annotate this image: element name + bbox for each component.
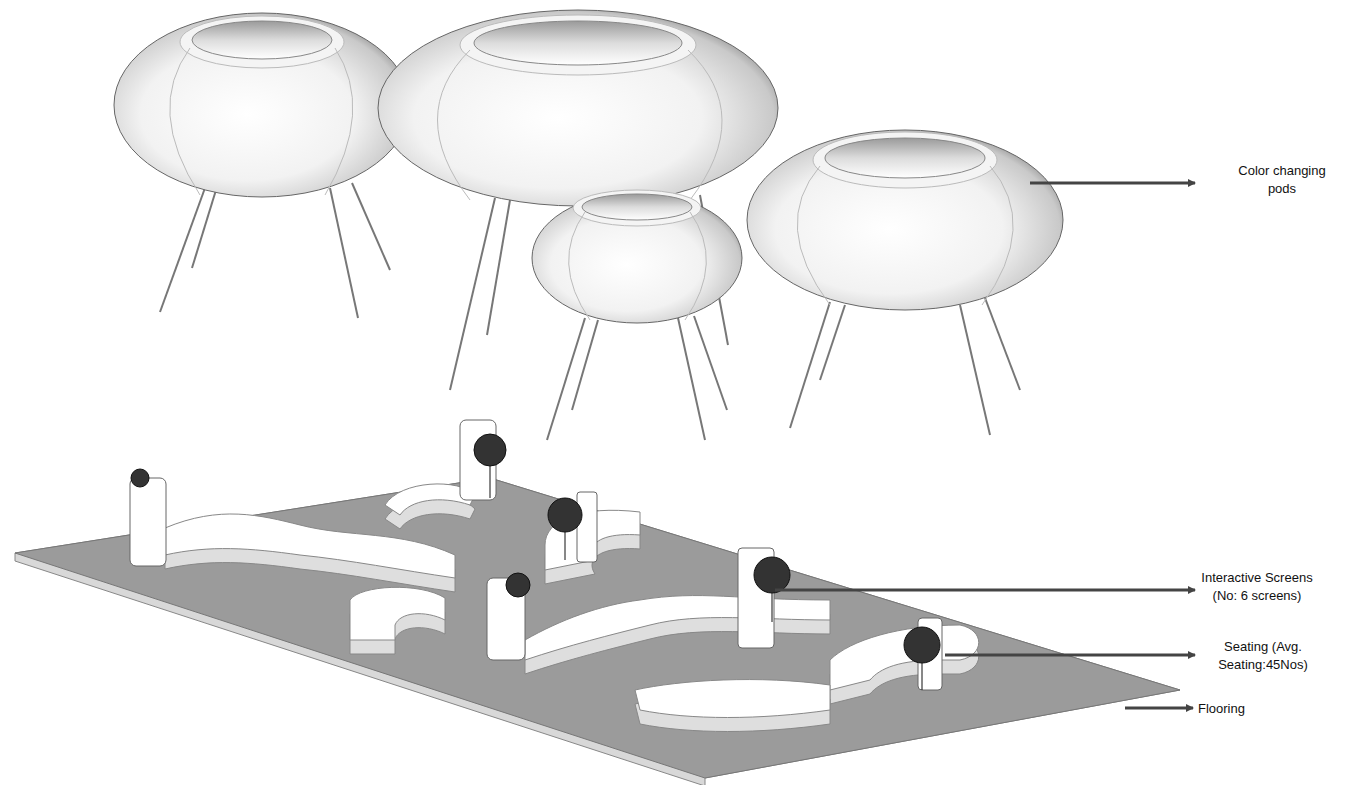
pod-leg [694, 316, 727, 410]
callout-label: Seating (Avg. Seating:45Nos) [1197, 638, 1329, 674]
pod-seam [569, 212, 707, 320]
tree-crown [754, 557, 790, 593]
tree-trunk [772, 593, 773, 622]
pod-leg [352, 183, 390, 270]
screens [130, 420, 942, 690]
seat-top [830, 625, 979, 690]
callout-label: Interactive Screens (No: 6 screens) [1195, 569, 1319, 605]
screen-panel [130, 478, 166, 566]
tree-crown [474, 434, 506, 466]
seat-top [165, 514, 455, 578]
pod-body [114, 13, 410, 197]
seating-tops [165, 484, 979, 718]
pod-leg [487, 200, 510, 335]
leader-arrow [775, 589, 1195, 592]
seat-top [635, 680, 830, 718]
leader-arrow [1125, 707, 1193, 710]
tree-crown [506, 573, 530, 597]
pod-leg [547, 318, 585, 440]
seat-top [525, 596, 830, 660]
tree-crown [131, 469, 149, 487]
pod [378, 10, 778, 206]
leaders [775, 183, 1195, 708]
pod-rim [813, 132, 997, 188]
pod-leg [330, 188, 358, 318]
pod-leg [450, 198, 495, 390]
pod-hole [825, 138, 985, 178]
pod-hole [582, 194, 692, 220]
pod-rim [180, 16, 344, 68]
pod-hole [192, 21, 332, 59]
tree-trunk [565, 532, 566, 560]
leader-arrow [945, 654, 1195, 657]
leader-arrow [1030, 182, 1195, 185]
pod-leg [820, 305, 845, 380]
floor-edge [15, 478, 1180, 785]
tree-crown [548, 498, 582, 532]
tree-trunk [922, 663, 923, 690]
pod-hole [474, 21, 682, 65]
trees [131, 434, 940, 690]
pod-body [747, 130, 1063, 310]
callout-label: Flooring [1198, 700, 1258, 718]
pod [747, 130, 1063, 310]
tree-crown [904, 627, 940, 663]
pod-rim [460, 15, 696, 75]
pod-seam [797, 166, 1013, 305]
pod-leg [985, 298, 1020, 390]
pod-seam [438, 50, 723, 200]
callout-label: Color changing pods [1232, 162, 1332, 198]
screen-panel [577, 492, 597, 562]
floor-top [15, 478, 1180, 778]
pod [532, 190, 742, 323]
tree-trunk [490, 466, 491, 498]
pod-leg [192, 190, 216, 268]
pod-body [378, 10, 778, 206]
seat-top [350, 587, 445, 640]
seating-sides [165, 498, 979, 732]
pod [114, 13, 410, 197]
pod-rim [573, 190, 701, 226]
pod-leg [960, 305, 990, 435]
pod-seam [170, 48, 353, 195]
pod-body [532, 193, 742, 323]
pod-leg [572, 320, 598, 410]
